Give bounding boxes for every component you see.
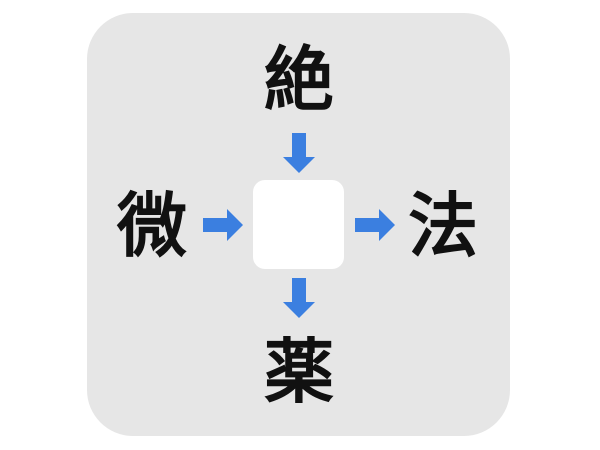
arrow-down-icon <box>283 278 315 318</box>
clue-top: 絶 <box>264 39 334 121</box>
clue-right: 法 <box>408 185 478 267</box>
arrow-right-icon <box>203 209 243 241</box>
answer-box[interactable] <box>253 180 344 269</box>
arrow-down-icon <box>283 133 315 173</box>
clue-left: 微 <box>117 185 187 267</box>
arrow-right-icon <box>355 209 395 241</box>
clue-bottom: 薬 <box>264 331 334 413</box>
